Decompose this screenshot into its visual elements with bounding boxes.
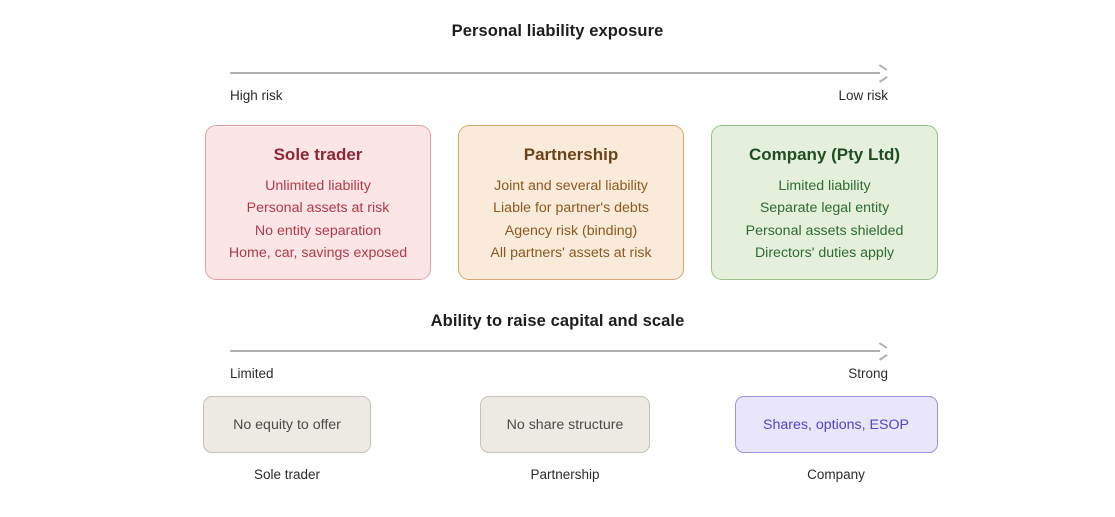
capital-group-partnership: No share structure Partnership bbox=[425, 396, 705, 482]
risk-axis-left-label: High risk bbox=[230, 88, 283, 103]
card-line: Personal assets at risk bbox=[246, 200, 390, 217]
capital-pill-caption: Partnership bbox=[530, 467, 600, 482]
capital-axis-line bbox=[230, 350, 880, 352]
card-line: Joint and several liability bbox=[494, 177, 648, 194]
capital-pill-sole-trader: No equity to offer bbox=[203, 396, 371, 453]
capital-pill-caption: Company bbox=[807, 467, 865, 482]
card-title: Company (Pty Ltd) bbox=[748, 145, 901, 164]
card-line: Agency risk (binding) bbox=[504, 222, 638, 239]
capital-axis-left-label: Limited bbox=[230, 366, 274, 381]
liability-card-sole-trader: Sole trader Unlimited liability Personal… bbox=[205, 125, 431, 280]
arrow-right-icon bbox=[878, 68, 888, 78]
card-line: Home, car, savings exposed bbox=[228, 245, 408, 262]
risk-axis bbox=[230, 68, 888, 78]
card-line: Separate legal entity bbox=[759, 200, 890, 217]
card-line: Limited liability bbox=[778, 177, 871, 194]
card-line: Unlimited liability bbox=[265, 177, 371, 194]
liability-section-title: Personal liability exposure bbox=[451, 22, 664, 40]
capital-group-sole-trader: No equity to offer Sole trader bbox=[147, 396, 427, 482]
card-line: Personal assets shielded bbox=[745, 222, 904, 239]
liability-card-company: Company (Pty Ltd) Limited liability Sepa… bbox=[711, 125, 938, 280]
card-title: Partnership bbox=[523, 145, 619, 164]
capital-group-company: Shares, options, ESOP Company bbox=[696, 396, 976, 482]
card-line: Directors' duties apply bbox=[754, 245, 895, 262]
capital-pill-partnership: No share structure bbox=[480, 396, 650, 453]
arrow-right-icon bbox=[878, 346, 888, 356]
capital-section-title: Ability to raise capital and scale bbox=[430, 312, 685, 330]
capital-axis bbox=[230, 346, 888, 356]
card-line: Liable for partner's debts bbox=[493, 200, 649, 217]
card-line: No entity separation bbox=[254, 222, 382, 239]
risk-axis-right-label: Low risk bbox=[838, 88, 888, 103]
liability-card-partnership: Partnership Joint and several liability … bbox=[458, 125, 684, 280]
capital-pill-company: Shares, options, ESOP bbox=[734, 396, 938, 453]
capital-pill-caption: Sole trader bbox=[253, 467, 321, 482]
capital-axis-right-label: Strong bbox=[848, 366, 888, 381]
card-title: Sole trader bbox=[273, 145, 363, 164]
card-line: All partners' assets at risk bbox=[490, 245, 652, 262]
risk-axis-line bbox=[230, 72, 880, 74]
